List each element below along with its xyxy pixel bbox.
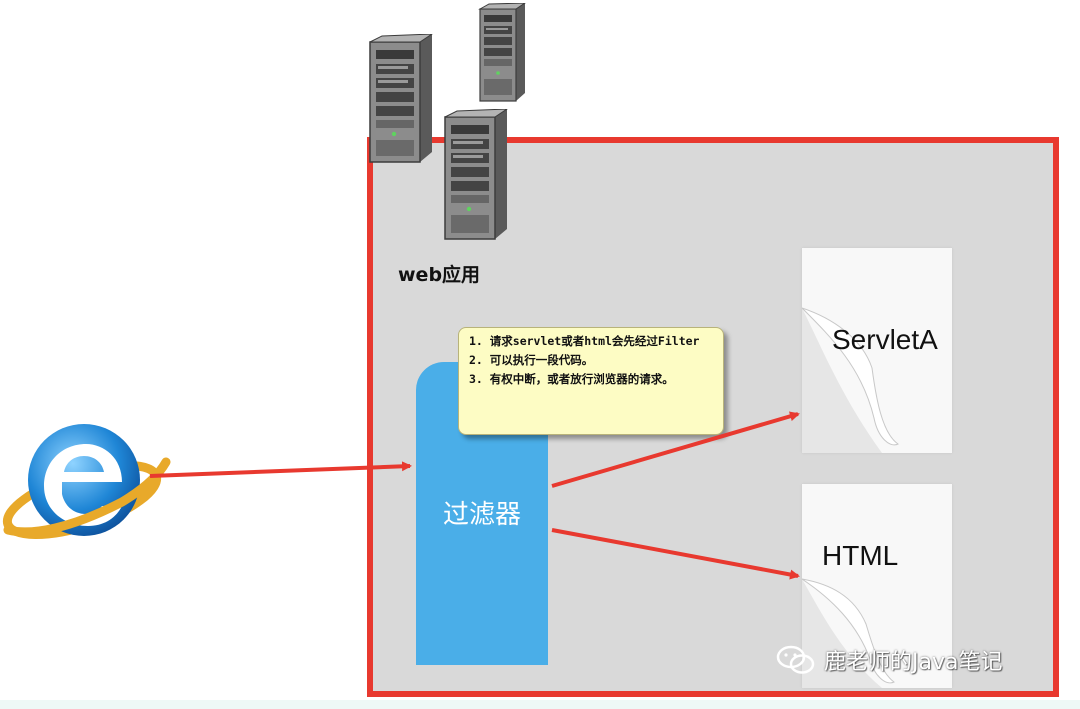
wechat-icon (776, 645, 815, 674)
html-document: HTML (802, 484, 952, 688)
filter-note-callout: 1. 请求servlet或者html会先经过Filter 2. 可以执行一段代码… (458, 327, 724, 435)
page-curl-icon (802, 578, 895, 688)
note-line: 1. 请求servlet或者html会先经过Filter (469, 334, 700, 348)
arrow-filter-to-servlet (551, 411, 800, 488)
arrow-filter-to-html (551, 528, 800, 580)
server-tower-icon (478, 3, 526, 102)
web-application-label: web应用 (398, 264, 481, 286)
page-curl-icon (802, 307, 899, 453)
servlet-label: ServletA (832, 324, 938, 355)
arrow-browser-to-filter (149, 461, 412, 478)
server-tower-icon (444, 109, 508, 240)
server-tower-icon (369, 34, 433, 163)
servlet-document: ServletA (802, 248, 952, 453)
note-line: 3. 有权中断，或者放行浏览器的请求。 (469, 372, 674, 386)
filter-label: 过滤器 (442, 500, 521, 530)
watermark-text: 鹿老师的Java笔记 (824, 650, 1003, 675)
note-line: 2. 可以执行一段代码。 (469, 353, 594, 367)
html-label: HTML (822, 540, 899, 571)
watermark: 鹿老师的Java笔记 (776, 644, 1002, 676)
bottom-strip (0, 700, 1080, 709)
